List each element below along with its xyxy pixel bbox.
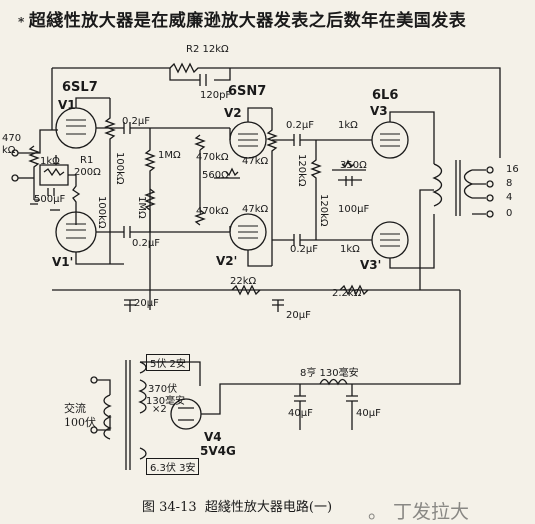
trailing-text: 。 丁发拉大	[368, 501, 470, 523]
tube-v3-prime	[371, 214, 435, 269]
tube-v2-prime	[229, 213, 272, 267]
output-cathode-network	[332, 159, 366, 186]
grid-resistor-a	[144, 128, 156, 310]
title-mark: *	[18, 15, 25, 29]
v2-plate-loads	[266, 108, 278, 266]
tube-v1-prime	[55, 211, 124, 265]
plate-load-v1	[104, 98, 116, 264]
page-title: *超綫性放大器是在威廉逊放大器发表之后数年在美国发表	[18, 6, 533, 31]
tube-v1	[55, 97, 110, 149]
transformer-center-tap	[419, 189, 434, 290]
coupling-v2p-v3p	[272, 234, 372, 246]
title-text: 超綫性放大器是在威廉逊放大器发表之后数年在美国发表	[28, 11, 467, 31]
feedback-network	[51, 62, 501, 158]
coupling-v1-v2	[96, 122, 230, 134]
caption-figure-number: 图 34-13	[142, 500, 197, 515]
grid-resistor-b	[144, 188, 156, 232]
speaker-taps	[486, 166, 494, 218]
coupling-v1p-v2p	[96, 226, 230, 238]
cap-20-a	[124, 299, 136, 312]
tube-v2	[229, 107, 272, 159]
power-supply	[90, 290, 461, 470]
coupling-v2-v3	[272, 134, 372, 146]
v2-grid-divider	[194, 134, 206, 226]
v2-cathode-resistor	[214, 167, 240, 179]
output-grid-bias	[310, 140, 322, 240]
figure-caption: 图 34-13 超綫性放大器电路(一)	[142, 496, 332, 515]
output-transformer	[432, 160, 486, 216]
input-stage	[11, 129, 81, 225]
caption-title: 超綫性放大器电路(一)	[204, 500, 333, 515]
tube-v3	[371, 111, 435, 164]
